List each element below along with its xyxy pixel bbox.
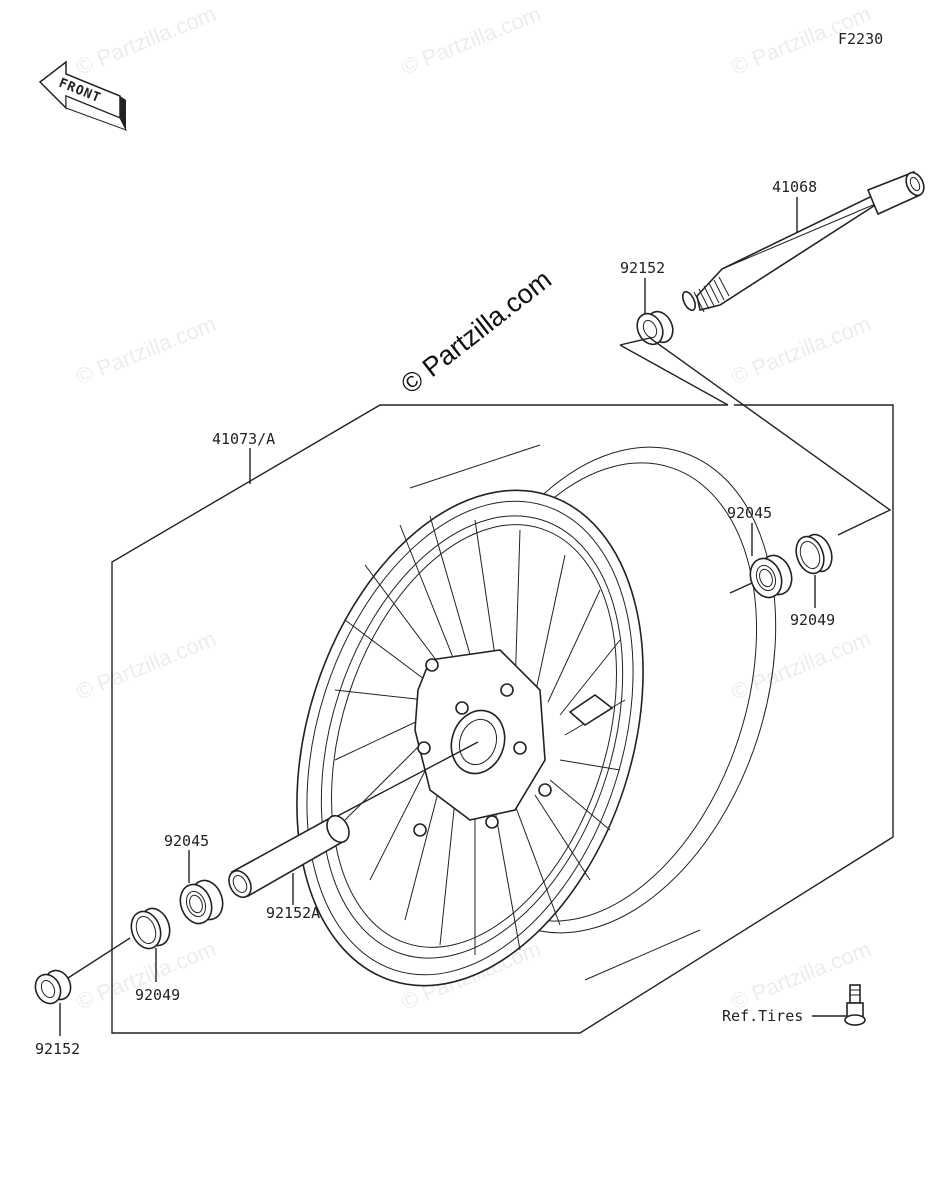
watermark: © Partzilla.com: [73, 311, 220, 390]
part-label-92045-left: 92045: [164, 832, 209, 850]
part-label-92152-top: 92152: [620, 259, 665, 277]
bearing-right: [749, 554, 793, 599]
part-label-ref-tires: Ref.Tires: [722, 1007, 803, 1025]
valve-stem: [844, 984, 866, 1026]
assembly-axis-line: [329, 741, 479, 821]
watermark: © Partzilla.com: [398, 1, 545, 80]
collar-top: [636, 310, 674, 346]
watermark-main: © Partzilla.com: [395, 264, 557, 400]
seal-right: [795, 533, 833, 575]
seal-left: [130, 907, 171, 950]
front-arrow-icon: FRONT: [38, 60, 128, 131]
part-label-92049-right: 92049: [790, 611, 835, 629]
assembly-frame: [111, 404, 894, 1034]
axle: [682, 170, 925, 313]
part-label-41073A: 41073/A: [212, 430, 275, 448]
assembly-axis-line: [67, 937, 131, 979]
collar-left: [34, 969, 72, 1005]
assembly-axis-line: [729, 582, 753, 594]
diagram-code: F2230: [838, 30, 883, 48]
part-label-92045-right: 92045: [727, 504, 772, 522]
part-label-41068: 41068: [772, 178, 817, 196]
part-label-92152A: 92152A: [266, 904, 320, 922]
watermark: © Partzilla.com: [728, 311, 875, 390]
watermark: © Partzilla.com: [73, 626, 220, 705]
watermark: © Partzilla.com: [73, 1, 220, 80]
spacer: [228, 814, 350, 899]
watermark: © Partzilla.com: [728, 626, 875, 705]
part-label-92049-left: 92049: [135, 986, 180, 1004]
assembly-axis-line: [619, 337, 892, 536]
part-label-92152-left: 92152: [35, 1040, 80, 1058]
wheel: [296, 444, 777, 987]
bearing-left: [179, 879, 224, 925]
assembly-axis-line: [619, 344, 729, 406]
